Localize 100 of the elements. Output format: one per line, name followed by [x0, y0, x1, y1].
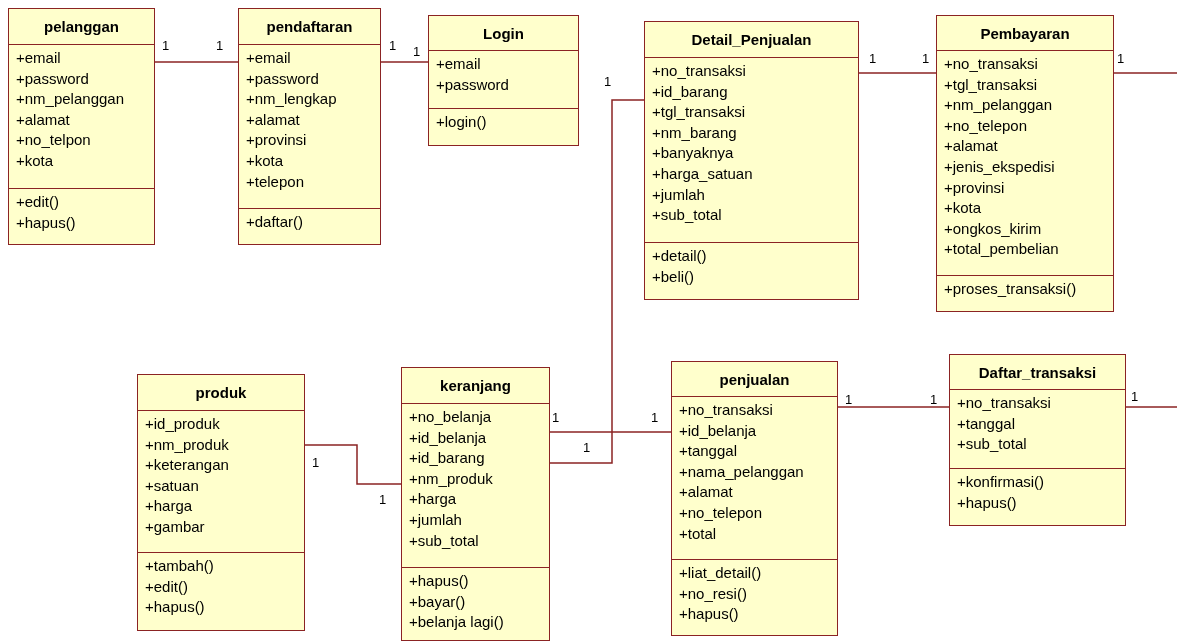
attribute-text: +sub_total — [957, 434, 1028, 455]
attribute-text: +alamat — [679, 482, 734, 503]
attribute-text: +id_belanja — [409, 427, 488, 448]
method-text: +proses_transaksi() — [944, 279, 1078, 299]
multiplicity-label: 1 — [312, 456, 320, 470]
attribute-text: +nm_pelanggan — [16, 89, 125, 110]
association-line — [549, 431, 672, 433]
method-text: +bayar() — [409, 591, 467, 612]
method-text: +hapus() — [409, 571, 470, 591]
method-text: +beli() — [652, 266, 696, 287]
attribute-text: +no_transaksi — [652, 61, 747, 81]
association-line — [1113, 72, 1177, 74]
attribute-text: +nm_pelanggan — [944, 95, 1053, 116]
attribute-text: +kota — [246, 150, 285, 171]
multiplicity-label: 1 — [583, 441, 591, 455]
method-text: +konfirmasi() — [957, 472, 1046, 492]
multiplicity-label: 1 — [1131, 390, 1139, 404]
method-text: +edit() — [16, 192, 60, 212]
class-name: Detail_Penjualan — [691, 31, 812, 48]
attribute-text: +provinsi — [944, 177, 1006, 198]
attribute-text: +password — [436, 74, 510, 95]
association-line — [837, 406, 950, 408]
attribute-text: +jumlah — [652, 184, 706, 205]
attribute-text: +password — [16, 68, 90, 89]
multiplicity-label: 1 — [922, 52, 930, 66]
method-text: +login() — [436, 112, 488, 132]
class-box — [949, 354, 1126, 526]
attribute-text: +no_telepon — [944, 115, 1028, 136]
attribute-text: +harga — [409, 489, 458, 510]
attribute-text: +alamat — [944, 136, 999, 157]
attribute-text: +no_telepon — [679, 502, 763, 523]
attribute-text: +nm_barang — [652, 122, 738, 143]
attribute-text: +banyaknya — [652, 143, 735, 164]
attribute-text: +provinsi — [246, 130, 308, 151]
attribute-text: +email — [16, 48, 62, 68]
class-box — [238, 8, 381, 245]
method-text: +hapus() — [16, 212, 77, 233]
attribute-text: +no_transaksi — [944, 54, 1039, 74]
method-text: +hapus() — [145, 597, 206, 618]
attribute-text: +kota — [944, 198, 983, 219]
attribute-text: +harga_satuan — [652, 163, 754, 184]
multiplicity-label: 1 — [162, 39, 170, 53]
attribute-text: +no_telpon — [16, 130, 92, 151]
class-box — [401, 367, 550, 641]
method-text: +daftar() — [246, 212, 305, 232]
attribute-text: +telepon — [246, 171, 305, 192]
attribute-text: +id_barang — [652, 81, 729, 102]
method-text: +no_resi() — [679, 583, 748, 604]
attribute-text: +alamat — [246, 109, 301, 130]
attribute-text: +id_belanja — [679, 420, 758, 441]
attribute-text: +keterangan — [145, 455, 230, 476]
attribute-text: +tanggal — [957, 413, 1016, 434]
attribute-text: +no_transaksi — [957, 393, 1052, 413]
attribute-text: +gambar — [145, 516, 206, 537]
method-text: +liat_detail() — [679, 563, 763, 583]
attribute-text: +harga — [145, 496, 194, 517]
method-text: +tambah() — [145, 556, 215, 576]
class-box — [428, 15, 579, 146]
class-box — [644, 21, 859, 300]
attribute-text: +ongkos_kirim — [944, 218, 1043, 239]
association-line — [858, 72, 937, 74]
method-text: +hapus() — [679, 604, 740, 625]
attribute-text: +password — [246, 68, 320, 89]
attribute-text: +nm_lengkap — [246, 89, 338, 110]
multiplicity-label: 1 — [930, 393, 938, 407]
method-text: +hapus() — [957, 492, 1018, 513]
class-name: Pembayaran — [980, 24, 1070, 42]
multiplicity-label: 1 — [651, 411, 659, 425]
multiplicity-label: 1 — [216, 39, 224, 53]
attribute-text: +jumlah — [409, 509, 463, 530]
class-name: Login — [483, 24, 524, 42]
association-line — [154, 61, 239, 63]
class-box — [936, 15, 1114, 312]
class-name: pendaftaran — [266, 18, 353, 35]
attribute-text: +kota — [16, 150, 55, 171]
multiplicity-label: 1 — [379, 493, 387, 507]
method-text: +belanja lagi() — [409, 612, 505, 633]
association-line — [380, 61, 429, 63]
multiplicity-label: 1 — [604, 75, 612, 89]
multiplicity-label: 1 — [389, 39, 397, 53]
class-name: produk — [195, 384, 247, 401]
attribute-text: +id_produk — [145, 414, 221, 434]
class-box — [137, 374, 305, 631]
class-name: Daftar_transaksi — [978, 363, 1097, 381]
attribute-text: +nm_produk — [145, 434, 230, 455]
multiplicity-label: 1 — [413, 45, 421, 59]
multiplicity-label: 1 — [552, 411, 560, 425]
attribute-text: +tanggal — [679, 441, 738, 462]
method-text: +edit() — [145, 576, 189, 597]
attribute-text: +satuan — [145, 475, 200, 496]
attribute-text: +no_belanja — [409, 407, 493, 427]
association-line — [1125, 406, 1177, 408]
attribute-text: +alamat — [16, 109, 71, 130]
attribute-text: +id_barang — [409, 448, 486, 469]
attribute-text: +sub_total — [652, 205, 723, 226]
association-line — [549, 99, 645, 464]
attribute-text: +total_pembelian — [944, 239, 1060, 260]
attribute-text: +nm_produk — [409, 468, 494, 489]
class-box — [671, 361, 838, 636]
attribute-text: +email — [246, 48, 292, 68]
